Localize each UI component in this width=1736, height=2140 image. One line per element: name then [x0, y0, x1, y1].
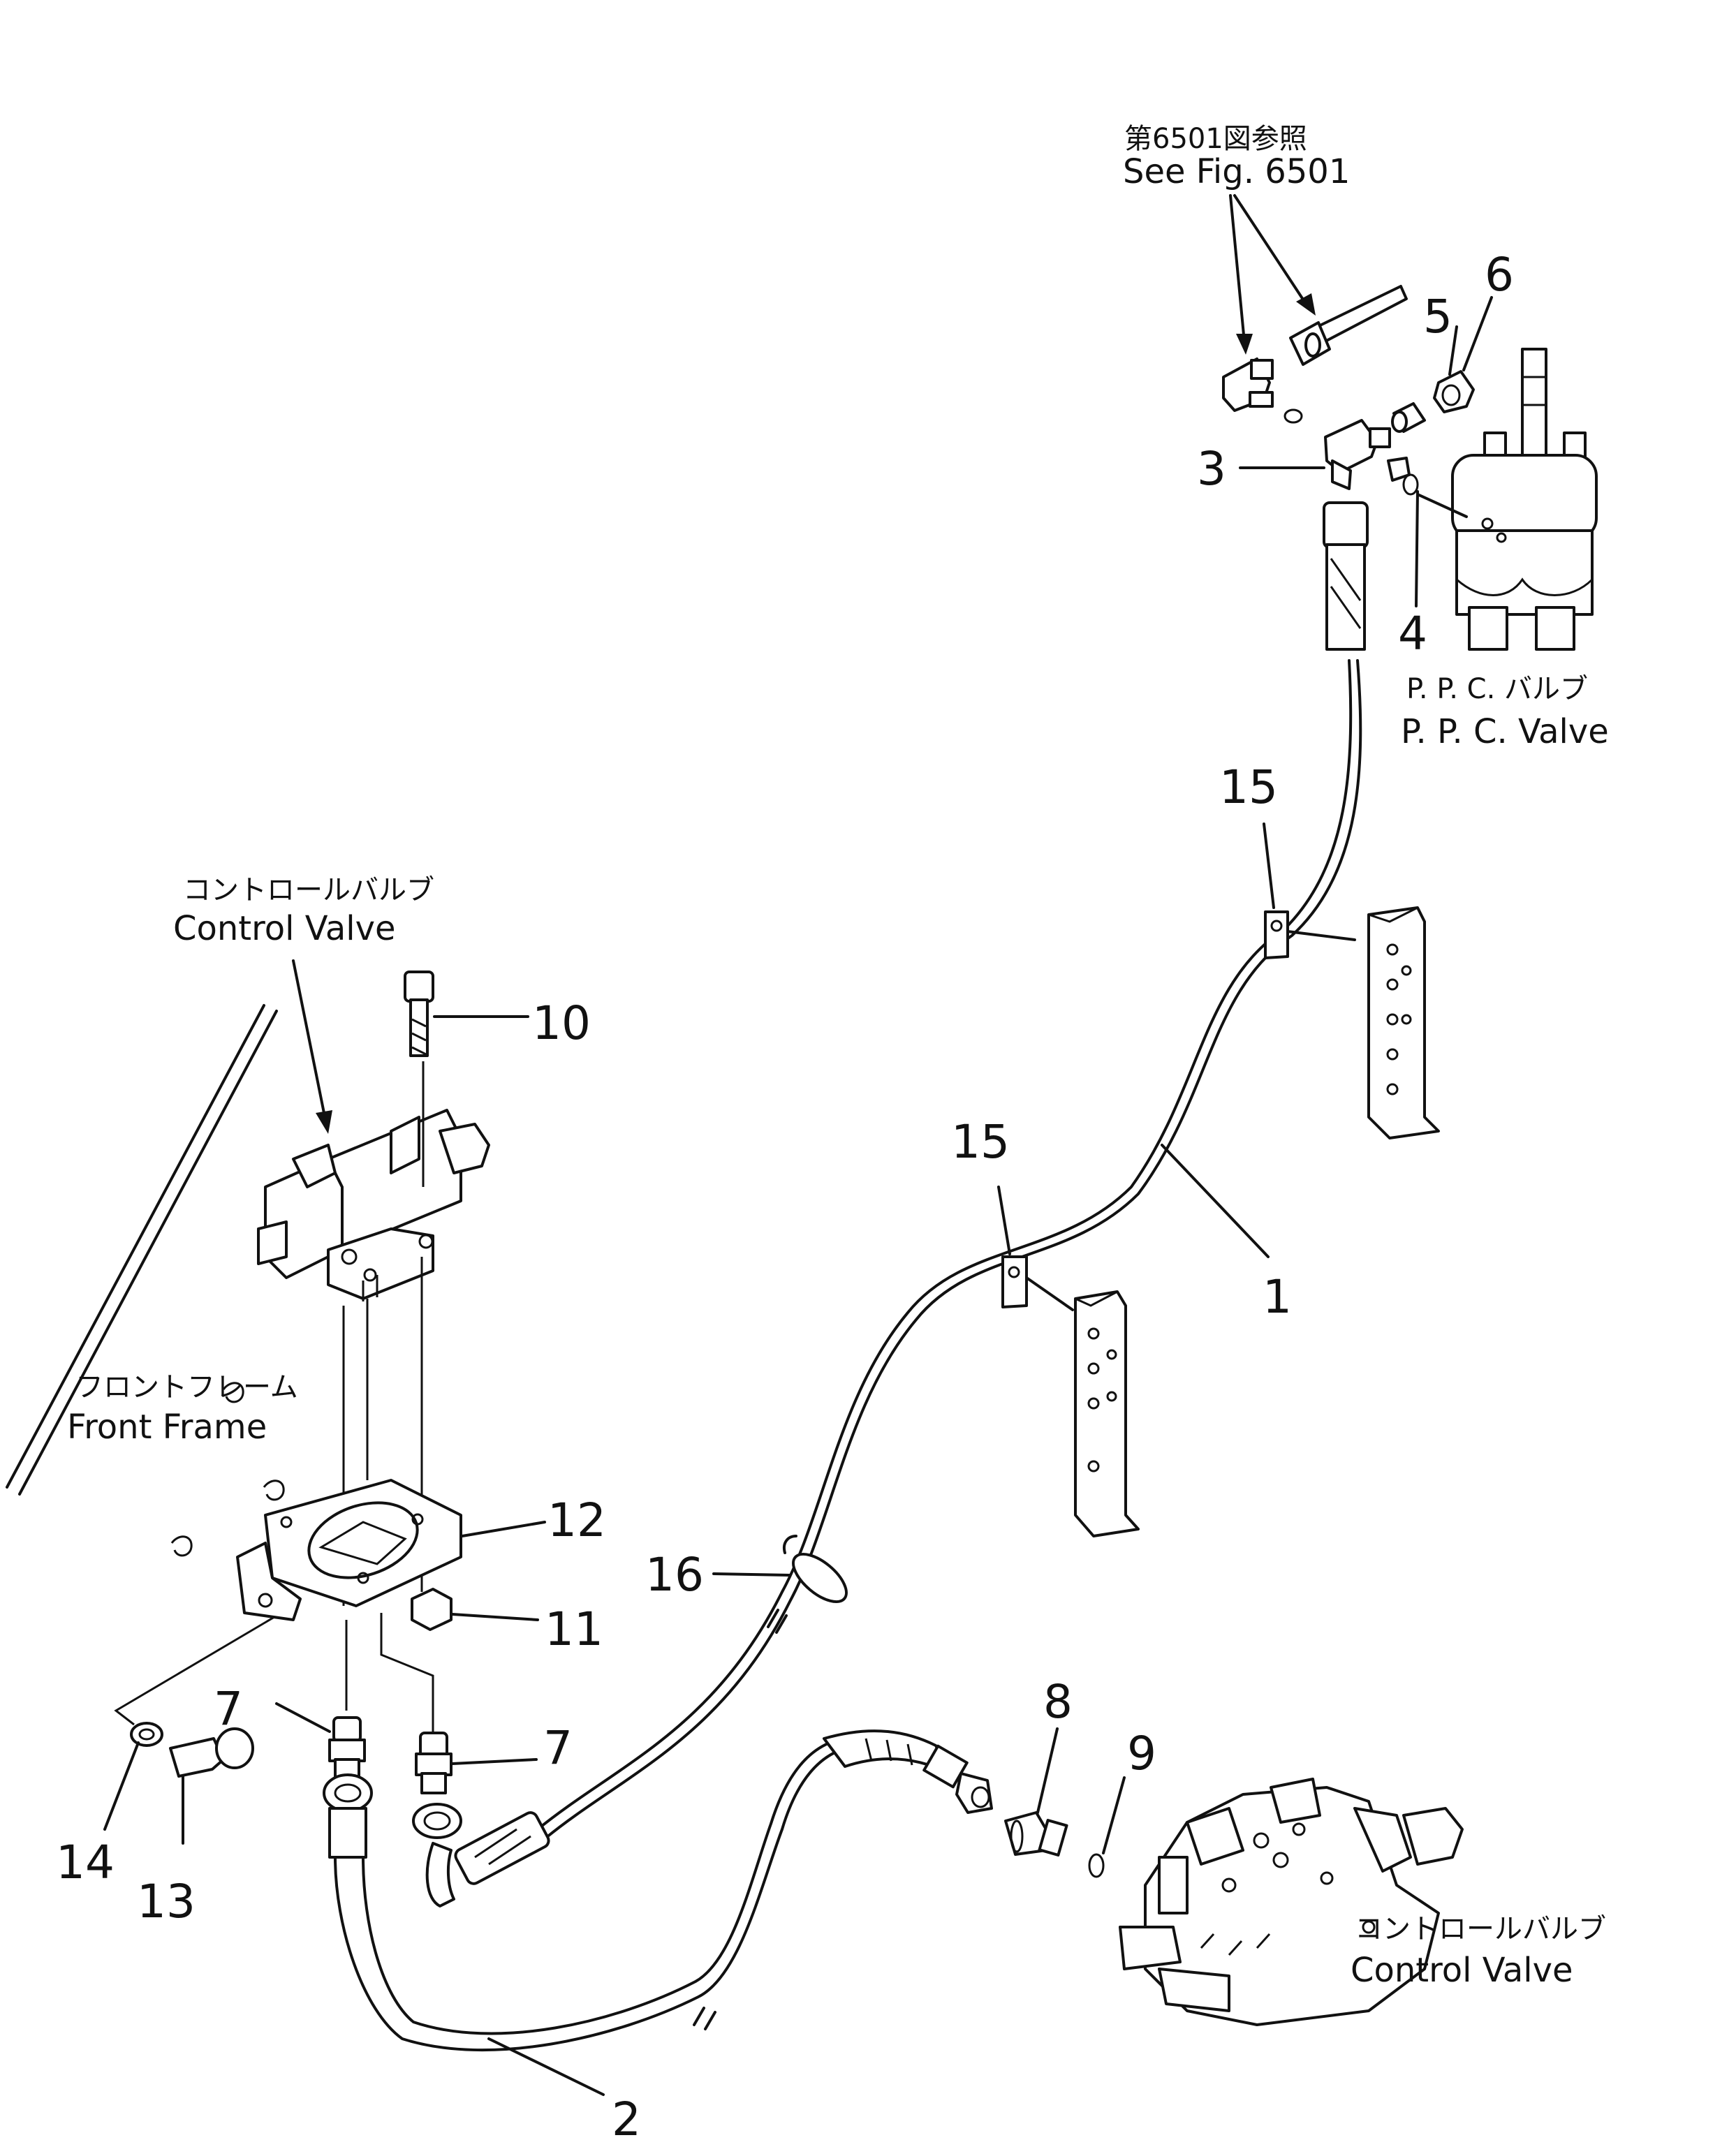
callout-7-right: 7: [543, 1721, 573, 1775]
lower-bracket: [1074, 1290, 1140, 1537]
callout-9: 9: [1127, 1727, 1156, 1780]
hose-1-ppc-to-bracket: [412, 501, 1369, 1907]
part-13-bolt: [169, 1727, 254, 1845]
front-frame-outline: [6, 1004, 285, 1557]
callout-2: 2: [612, 2093, 641, 2140]
see-fig-note-en: See Fig. 6501: [1123, 152, 1350, 191]
callout-15-upper: 15: [1219, 760, 1278, 814]
callout-8: 8: [1043, 1675, 1073, 1729]
hose-2-front-to-control-valve: [323, 1729, 993, 2052]
see-fig-note: 第6501図参照 See Fig. 6501: [1123, 123, 1350, 355]
part-6-nut: [1433, 370, 1475, 413]
callout-1: 1: [1263, 1270, 1292, 1324]
callout-14: 14: [56, 1836, 115, 1889]
upper-reference-fittings: [1222, 285, 1408, 424]
front-frame-label-en: Front Frame: [67, 1408, 267, 1447]
callout-6: 6: [1485, 248, 1514, 302]
part-7-fitting-left: [275, 1702, 366, 1779]
control-valve-lower: [1119, 1778, 1464, 2026]
part-10-bolt: [404, 971, 529, 1057]
control-valve-upper-label-en: Control Valve: [173, 909, 396, 948]
control-valve-lower-label-jp: コントロールバルブ: [1355, 1913, 1606, 1945]
control-valve-upper: [257, 959, 490, 1301]
upper-bracket: [1367, 906, 1440, 1139]
callout-16: 16: [645, 1548, 704, 1602]
callout-15-lower: 15: [951, 1115, 1010, 1169]
callout-10: 10: [532, 996, 591, 1050]
ppc-valve: [1451, 348, 1598, 651]
part-3-elbow-fitting: [1324, 419, 1411, 490]
callout-7-left: 7: [214, 1682, 243, 1736]
callout-13: 13: [137, 1875, 196, 1928]
callout-4: 4: [1398, 607, 1427, 661]
part-number-callouts: 1 2 3 4 5 6 7 7 8 9 10 11 12 13 14 15 15…: [56, 248, 1514, 2140]
callout-3: 3: [1197, 442, 1226, 496]
part-5-fitting: [1391, 402, 1426, 433]
part-8-fitting: [1004, 1727, 1068, 1857]
callout-11: 11: [545, 1602, 603, 1656]
part-7-fitting-right: [415, 1732, 538, 1794]
part-14-washer: [103, 1722, 163, 1831]
control-valve-lower-label-en: Control Valve: [1351, 1951, 1573, 1990]
part-11-nut: [411, 1588, 539, 1631]
part-9-o-ring: [1088, 1776, 1126, 1878]
callout-5: 5: [1423, 290, 1452, 344]
ppc-valve-label-jp: P. P. C. バルブ: [1406, 673, 1588, 705]
callout-12: 12: [547, 1493, 606, 1547]
part-16-clip: [783, 1535, 848, 1604]
front-frame-label-jp: フロントフレーム: [75, 1371, 298, 1403]
assembly-guide-lines: [114, 1061, 434, 1732]
part-15-clamp-upper: [1264, 910, 1356, 959]
see-fig-note-jp: 第6501図参照: [1124, 123, 1307, 155]
part-4-o-ring: [1402, 473, 1419, 496]
component-labels: P. P. C. バルブ P. P. C. Valve コントロールバルブ Co…: [67, 673, 1609, 1990]
control-valve-upper-label-jp: コントロールバルブ: [183, 874, 434, 906]
ppc-valve-label-en: P. P. C. Valve: [1401, 712, 1609, 751]
callout-leaders: [487, 296, 1493, 2096]
part-12-mounting-plate: [236, 1479, 546, 1621]
part-15-clamp-lower: [1001, 1255, 1074, 1311]
